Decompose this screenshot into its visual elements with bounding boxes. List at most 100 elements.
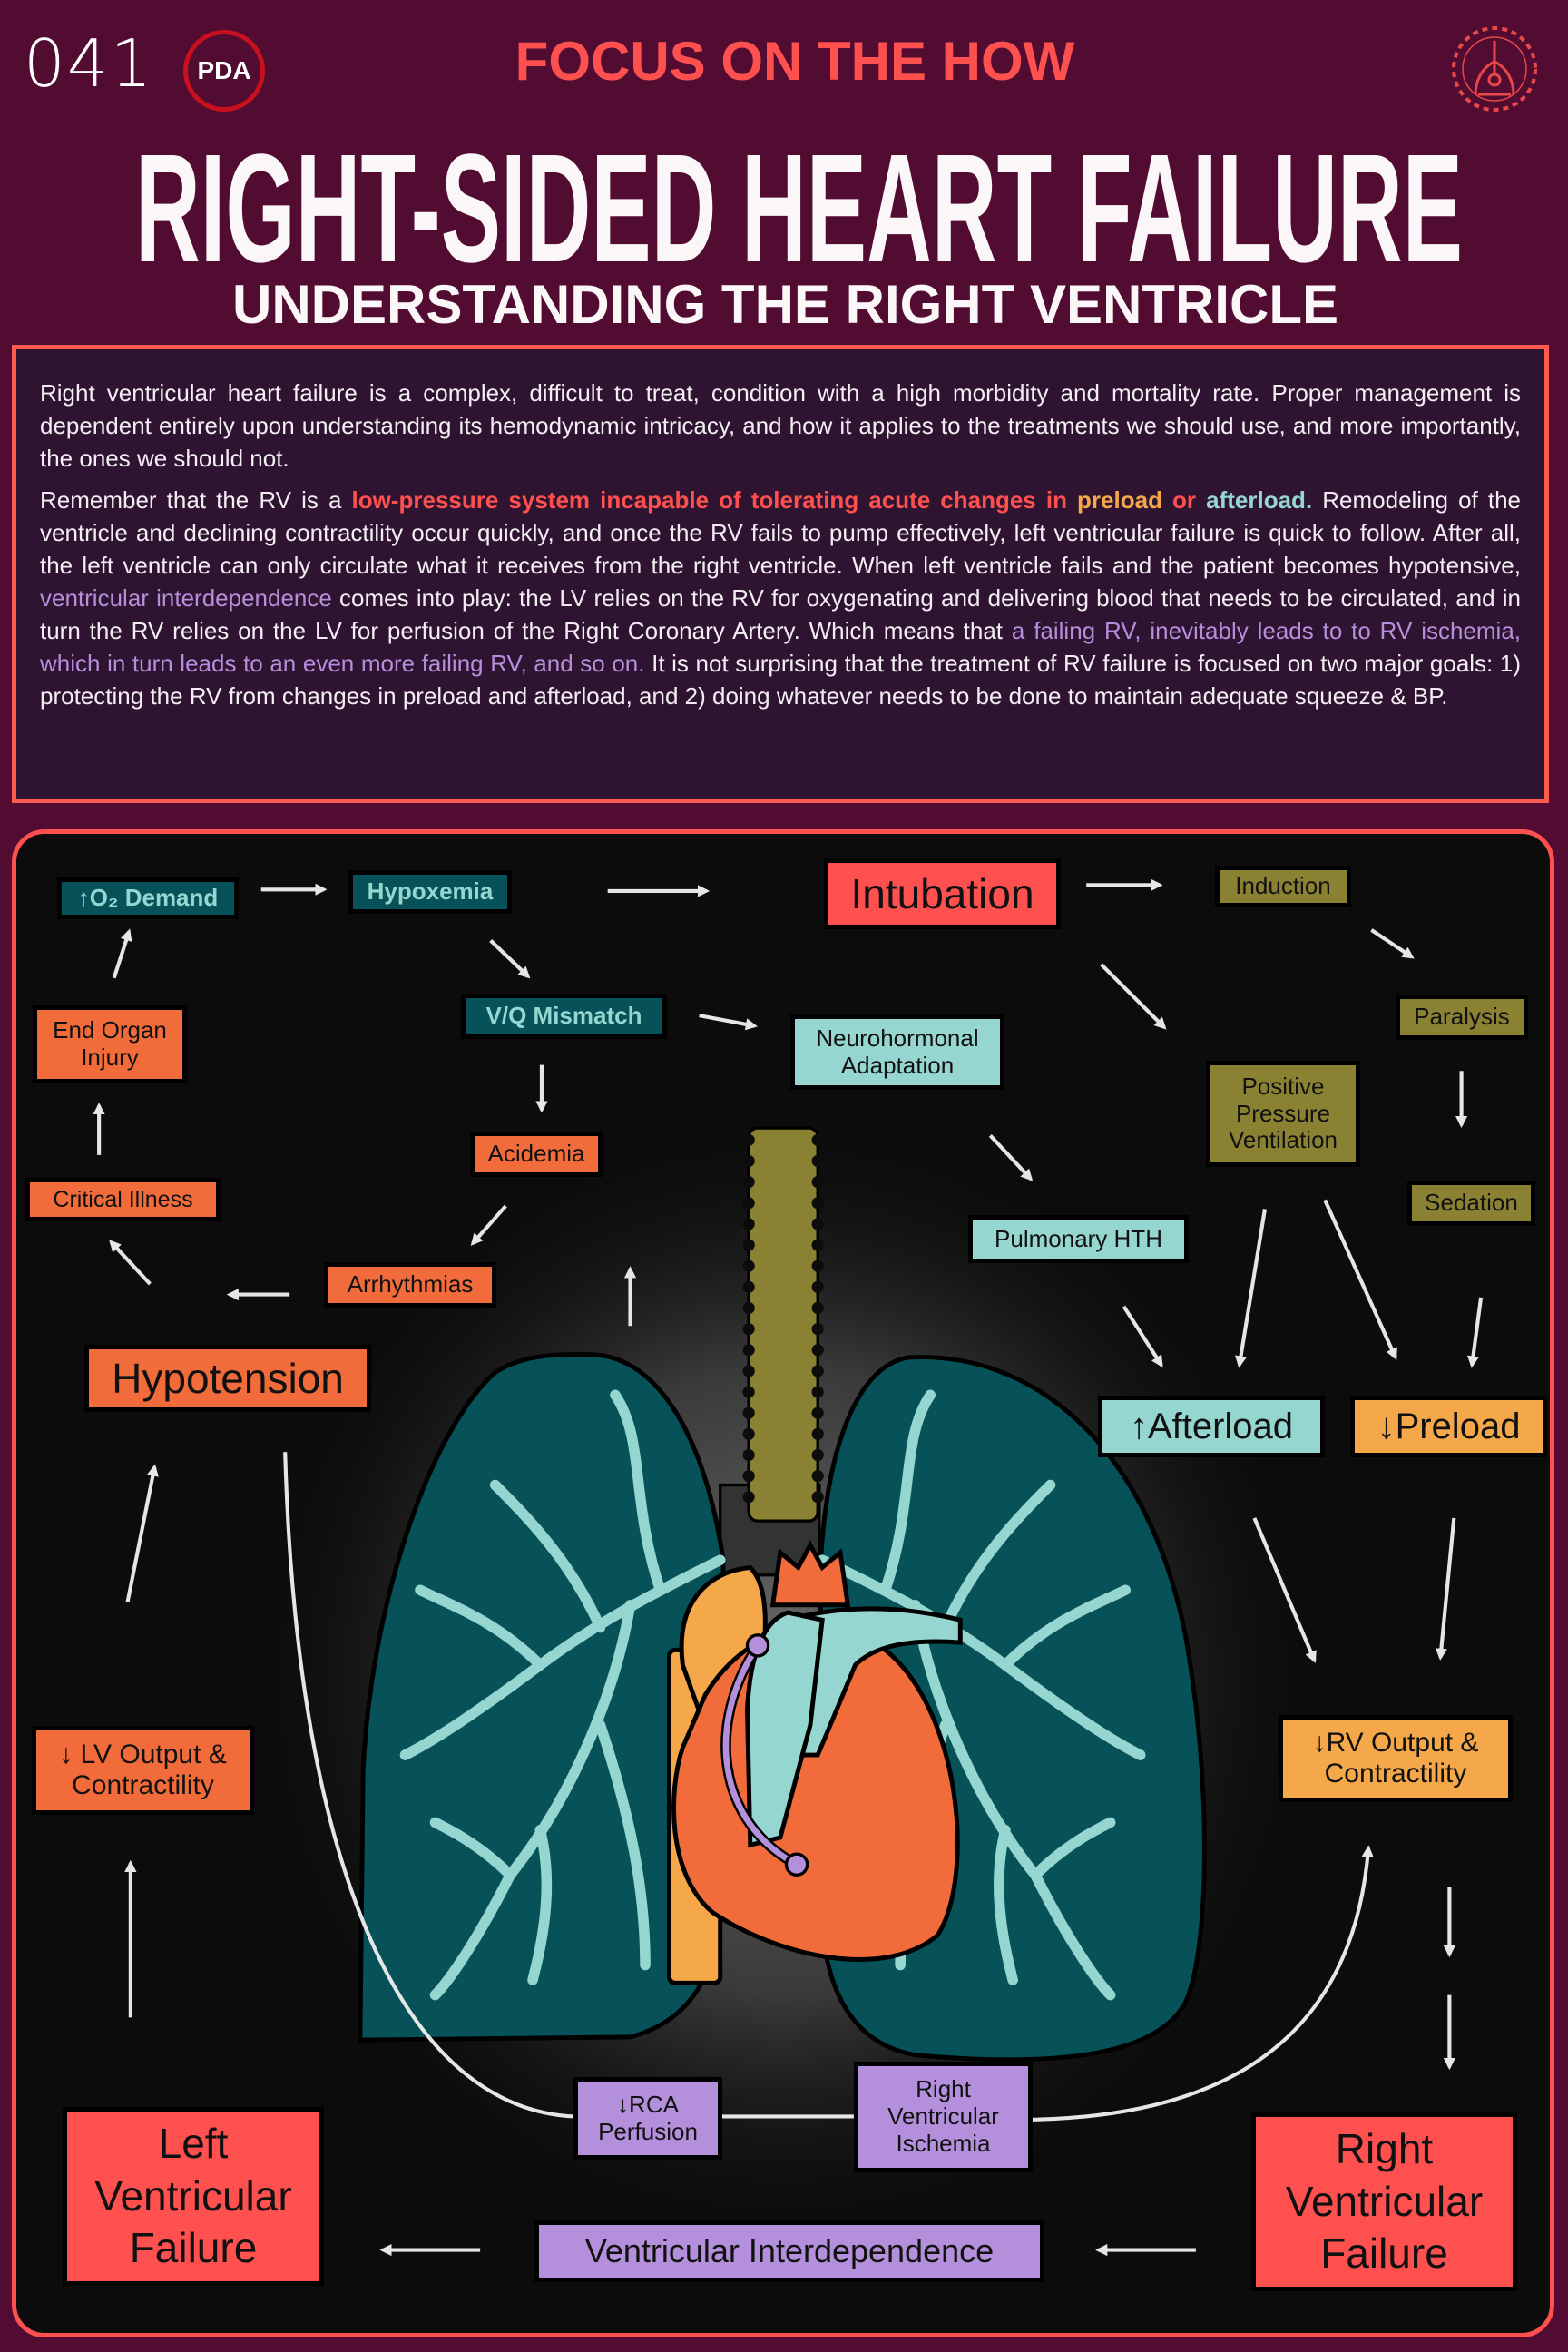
arrow-icon [1466,1297,1484,1368]
text-segment: Remember that the RV is a [40,486,352,514]
trachea-ridge [742,1280,755,1293]
node-left-ventricular-failure: Left Ventricular Failure [63,2107,324,2286]
node-neurohormonal-adaptation: Neurohormonal Adaptation [790,1014,1004,1090]
node-induction: Induction [1215,866,1351,907]
trachea-ridge [742,1448,755,1462]
node-paralysis: Paralysis [1396,995,1528,1040]
trachea-ridge [811,1365,824,1377]
page-subtitle: UNDERSTANDING THE RIGHT VENTRICLE [232,274,1338,335]
trachea-ridge [742,1470,755,1483]
node-positive-pressure-ventilation: Positive Pressure Ventilation [1206,1061,1360,1167]
arrow-icon [1252,1517,1317,1663]
trachea-ridge [811,1301,824,1315]
trachea-ridge [811,1239,824,1251]
arrow-icon [109,1240,152,1286]
node-preload: ↓Preload [1350,1396,1547,1457]
node-arrhythmias: Arrhythmias [324,1262,496,1308]
trachea-ridge [811,1470,824,1483]
arrow-icon [1100,963,1167,1030]
heart [667,1540,963,1985]
trachea-ridge [811,1259,824,1272]
node-rv-output-contractility: ↓RV Output & Contractility [1279,1715,1513,1802]
bronchi [399,1389,1146,2001]
trachea-ridge [811,1154,824,1168]
trachea-ridge [742,1239,755,1251]
highlight-low-pressure: low-pressure system incapable of tolerat… [351,486,1078,514]
trachea-ridge [811,1323,824,1336]
trachea-ridge [811,1280,824,1293]
node-intubation: Intubation [824,858,1061,929]
node-lv-output-contractility: ↓ LV Output & Contractility [32,1726,254,1815]
node-rv-ischemia: Right Ventricular Ischemia [854,2062,1033,2172]
text-segment: Remodeling of the ventricle and declinin… [40,486,1521,579]
node-critical-illness: Critical Illness [25,1178,220,1221]
trachea-ridge [811,1448,824,1462]
arrow-icon [1370,928,1415,959]
node-ventricular-interdependence: Ventricular Interdependence [534,2220,1044,2282]
highlight-afterload: afterload. [1206,486,1313,514]
trachea-ridge [742,1259,755,1272]
trachea-ridge [811,1133,824,1146]
trachea-ridge [811,1491,824,1504]
text-segment: It is not surprising that the treatment … [40,650,1521,710]
curve-hypotension-to-rca [283,1452,573,2119]
node-end-organ-injury: End Organ Injury [33,1005,187,1083]
arrow-icon [1323,1199,1397,1361]
trachea-ridge [742,1197,755,1210]
trachea-ridge [742,1176,755,1189]
trachea-ridge [742,1133,755,1146]
series-label: FOCUS ON THE HOW [514,31,1075,92]
trachea-ridge [742,1344,755,1357]
arrow-icon [112,928,132,979]
arrow-icon [988,1133,1034,1181]
highlight-or: or [1161,486,1207,514]
node-hypotension: Hypotension [84,1345,371,1412]
trachea-ridge [811,1197,824,1210]
arrow-icon [125,1464,159,1602]
node-rca-perfusion: ↓RCA Perfusion [573,2077,722,2160]
node-sedation: Sedation [1407,1181,1535,1226]
arrow-icon [489,938,531,979]
trachea-ridge [811,1218,824,1230]
trachea-ridge [742,1301,755,1315]
header-graphics: RIGHT-SIDED HEART FAILURE UNDERSTANDING … [135,26,1537,335]
arrow-icon [1435,1517,1456,1661]
intro-paragraph-2: Remember that the RV is a low-pressure s… [40,484,1521,712]
page-title: RIGHT-SIDED HEART FAILURE [135,122,1463,295]
node-afterload: ↑Afterload [1098,1396,1325,1457]
trachea-ridge [742,1323,755,1336]
arrow-icon [699,1014,759,1031]
pda-badge: PDA [183,30,265,112]
text-segment: comes into play: the LV relies on the RV… [40,584,1522,644]
curve-rvi-to-rv-output [1032,1845,1374,2122]
trachea-ridge [742,1218,755,1230]
trachea-ridge [742,1365,755,1377]
node-hypoxemia: Hypoxemia [348,870,512,914]
trachea [719,1126,824,1577]
node-right-ventricular-failure: Right Ventricular Failure [1251,2112,1517,2291]
node-acidemia: Acidemia [470,1132,603,1177]
intro-paragraph-1: Right ventricular heart failure is a com… [40,379,1521,472]
trachea-ridge [811,1386,824,1398]
highlight-ventricular-interdependence: ventricular interdependence [40,584,332,612]
trachea-ridge [811,1344,824,1357]
intro-text-box: Right ventricular heart failure is a com… [12,345,1549,803]
trachea-ridge [742,1154,755,1168]
badge-label: PDA [197,56,251,84]
feedback-curves [283,1452,1374,2122]
trachea-ridge [811,1176,824,1189]
rca-icon [720,1633,809,1877]
trachea-ridge [742,1491,755,1504]
lungs-heart-logo-icon [1452,26,1537,112]
trachea-ridge [811,1406,824,1419]
trachea-ridge [742,1427,755,1440]
highlight-preload: preload [1077,486,1162,514]
arrow-icon [1122,1305,1163,1368]
arrow-icon [470,1204,507,1246]
highlight-rv-ischemia-cycle: a failing RV, inevitably leads to to RV … [40,617,1522,677]
issue-number: 041 [24,25,154,102]
trachea-ridge [742,1406,755,1419]
node-o2-demand: ↑O₂ Demand [57,877,239,919]
trachea-ridge [742,1386,755,1398]
